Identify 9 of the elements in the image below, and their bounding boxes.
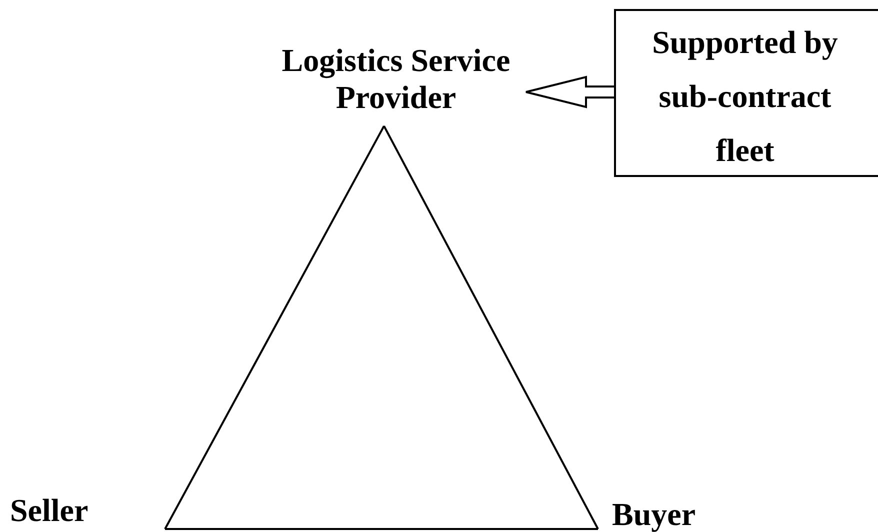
- node-label: Logistics Service Provider: [280, 42, 512, 116]
- triangle-side: [164, 126, 385, 530]
- triangle-side: [383, 126, 599, 530]
- node-label: Supported by sub-contract fleet: [651, 23, 839, 170]
- block-arrow: [525, 76, 615, 108]
- node-label: Buyer: [612, 496, 696, 532]
- triangle-side: [165, 528, 598, 530]
- text-box: [614, 9, 878, 177]
- node-label: Seller: [10, 492, 88, 529]
